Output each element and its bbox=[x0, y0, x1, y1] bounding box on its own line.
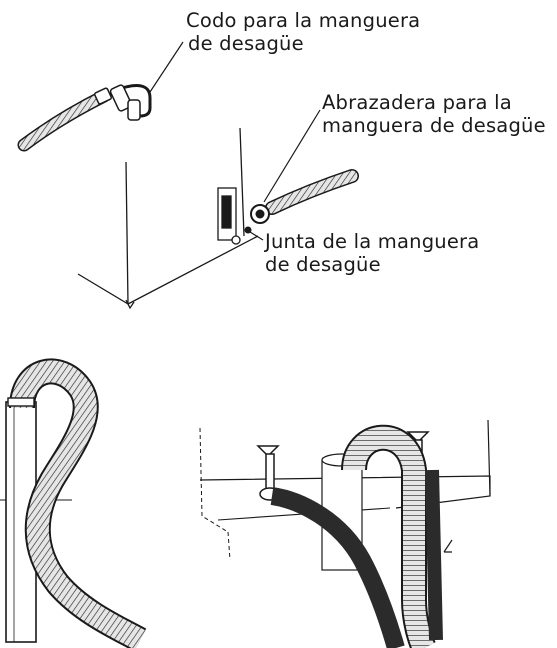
drain-hose-clamp-icon bbox=[250, 169, 359, 224]
callout-codo-line2: de desagüe bbox=[188, 32, 304, 55]
standpipe-icon bbox=[0, 358, 147, 648]
leader-junta bbox=[249, 231, 264, 241]
callout-abrazadera: Abrazadera para la manguera de desagüe bbox=[322, 91, 546, 137]
drain-hose-joint-icon bbox=[244, 226, 252, 234]
leader-codo bbox=[149, 41, 184, 93]
callout-junta: Junta de la manguera de desagüe bbox=[265, 230, 479, 276]
laundry-tub-faucet-icon bbox=[199, 419, 491, 648]
callout-junta-line2: de desagüe bbox=[265, 253, 381, 276]
leader-lines bbox=[149, 41, 321, 241]
callout-codo: Codo para la manguera de desagüe bbox=[186, 9, 420, 55]
callout-junta-line1: Junta de la manguera bbox=[265, 230, 480, 253]
callout-abrazadera-line2: manguera de desagüe bbox=[322, 114, 546, 137]
callout-codo-line1: Codo para la manguera bbox=[186, 9, 421, 32]
leader-abrazadera bbox=[263, 109, 321, 203]
drain-hose-elbow-icon bbox=[17, 84, 152, 152]
callout-abrazadera-line1: Abrazadera para la bbox=[322, 91, 512, 114]
washer-cabinet-icon bbox=[77, 127, 259, 310]
